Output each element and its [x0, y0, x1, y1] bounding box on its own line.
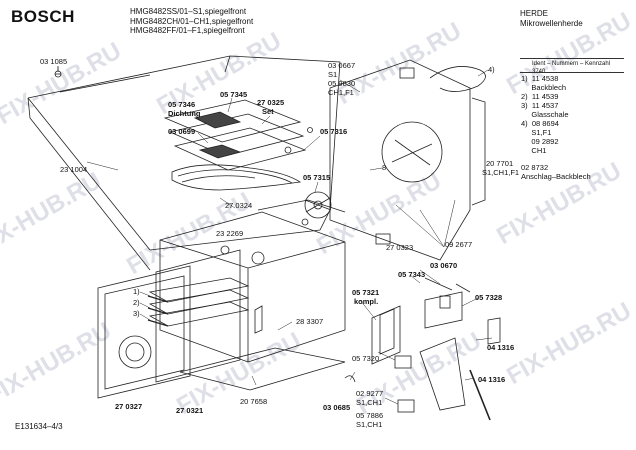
part-label: 05 7886 [356, 411, 384, 420]
part-label: 23 1004 [60, 165, 88, 174]
part-label: 05 7321 [352, 288, 380, 297]
part-label: 04 1316 [487, 343, 515, 352]
model-line: HMG8482CH/01–CH1,spiegelfront [130, 16, 254, 26]
leader-lines [57, 67, 493, 405]
part-label: 27 0324 [225, 201, 253, 210]
legend-row: 09 2892 [521, 137, 559, 146]
part-label: 27 0321 [176, 406, 204, 415]
part-label: S1,CH1 [356, 420, 383, 429]
part-label: 05 7328 [475, 293, 503, 302]
legend-row: Glasschale [521, 110, 569, 119]
legend-extra-desc: Anschlag–Backblech [521, 172, 591, 181]
legend-row: S1,F1 [521, 128, 552, 137]
legend-row: 1) 11 4538 [521, 74, 559, 83]
part-label: Dichtung [168, 109, 201, 118]
part-label: kompl. [354, 297, 379, 306]
part-label: 05 7345 [220, 90, 248, 99]
part-label: 03 0670 [430, 261, 458, 270]
category-block: HERDE Mikrowellenherde [520, 9, 583, 28]
callout-number: 8 [382, 163, 387, 172]
part-label: S1 [328, 70, 338, 79]
model-line: HMG8482FF/01–F1,spiegelfront [130, 26, 245, 36]
brand-logo-text: BOSCH [11, 7, 75, 26]
legend-row: 2) 11 4539 [521, 92, 559, 101]
subcategory: Mikrowellenherde [520, 18, 583, 28]
drawing-code: E131634–4/3 [15, 422, 63, 431]
fan-assembly [301, 191, 332, 226]
part-label: 20 7701 [486, 159, 514, 168]
legend-head: Ident – Nummern – Kennzahl [532, 61, 611, 67]
part-label: 27 0325 [257, 98, 285, 107]
callout-number: 4) [488, 65, 495, 74]
heater-coil [171, 164, 302, 191]
callout-number: 3) [133, 309, 140, 318]
oven-cavity [159, 199, 346, 363]
part-label: 05 7316 [320, 127, 348, 136]
legend-row: 4) 08 8694 [521, 119, 559, 128]
legend-divider [520, 72, 624, 73]
part-label: 04 1316 [478, 375, 506, 384]
part-label: 05 7315 [303, 173, 331, 182]
power-cord [399, 66, 486, 92]
small-parts [284, 127, 471, 413]
callout-number: 2) [133, 298, 140, 307]
part-label: 03 0699 [168, 127, 196, 136]
callout-number: 1) [133, 287, 140, 296]
grill-set [163, 99, 307, 171]
legend-row: CH1 [521, 146, 547, 155]
part-label: 05 7346 [168, 100, 196, 109]
part-label: S1,CH1,F1 [482, 168, 520, 177]
part-label: S1,CH1 [356, 398, 383, 407]
part-label: Set [262, 107, 274, 116]
legend-divider [520, 58, 624, 59]
part-label: 03 0685 [323, 403, 351, 412]
part-label: 09 2677 [445, 240, 473, 249]
housing-cover [27, 55, 341, 271]
rear-panel [329, 59, 486, 261]
part-label: 05 7343 [398, 270, 426, 279]
part-label: 20 7658 [240, 397, 268, 406]
model-line: HMG8482SS/01–S1,spiegelfront [130, 7, 247, 16]
part-label: 03 0667 [328, 61, 356, 70]
base-plate [179, 347, 346, 391]
model-list: HMG8482SS/01–S1,spiegelfront HMG8482CH/0… [130, 7, 253, 36]
part-label: 27 0327 [115, 402, 143, 411]
part-label: 05 9830 [328, 79, 356, 88]
part-label: 23 2269 [216, 229, 244, 238]
part-label: 27 0323 [386, 243, 414, 252]
legend-extra-part: 02 8732 [521, 163, 549, 172]
part-label: CH1,F1 [328, 88, 354, 97]
part-label: 28 3307 [296, 317, 324, 326]
part-label: 05 7320 [352, 354, 380, 363]
legend-row: Backblech [521, 83, 567, 92]
oven-door [97, 249, 241, 399]
control-module [371, 291, 501, 365]
legend-row: 3) 11 4537 [521, 101, 559, 110]
part-label: 03 1085 [40, 57, 68, 66]
category: HERDE [520, 9, 549, 18]
part-label: 02 9277 [356, 389, 384, 398]
trays [147, 277, 250, 327]
